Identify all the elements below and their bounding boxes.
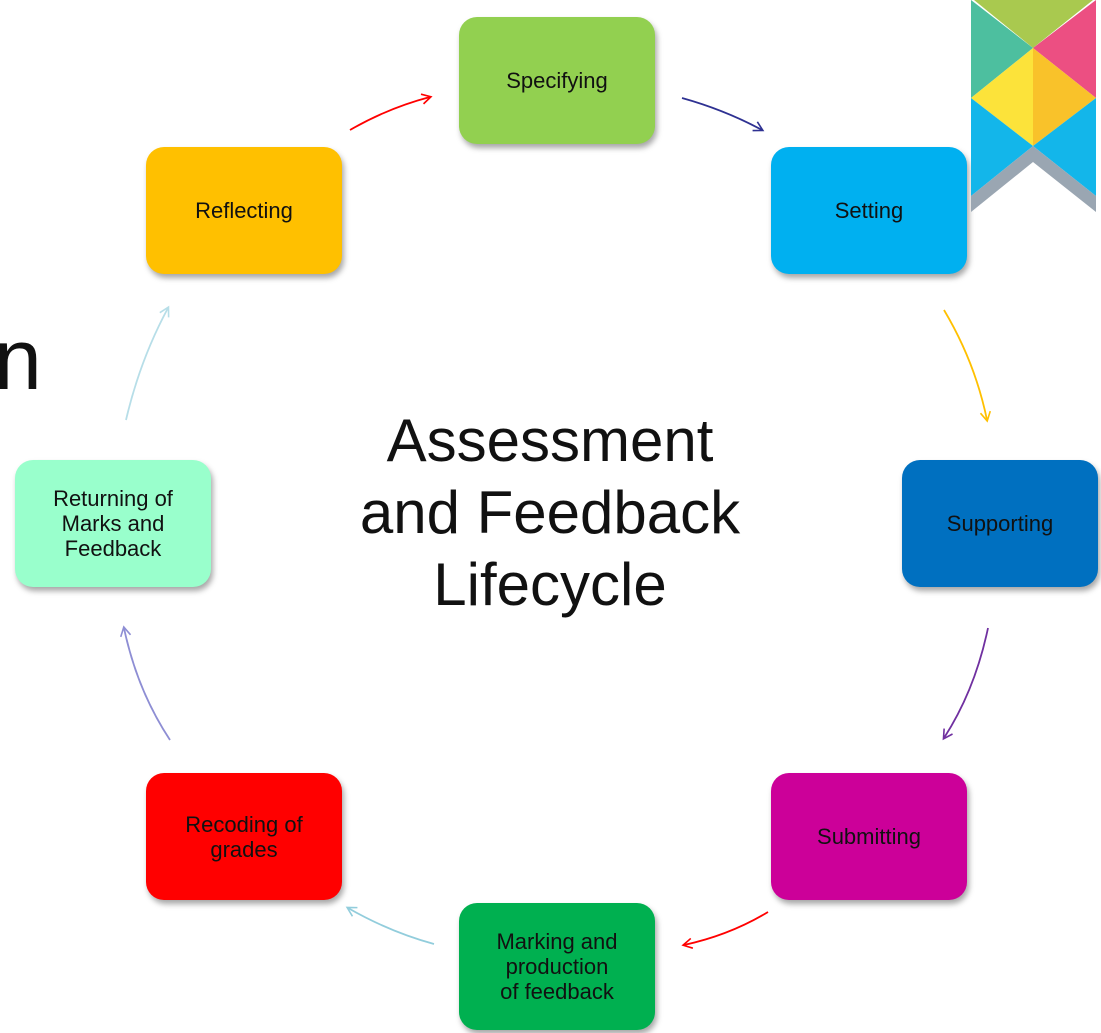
diagram-title: Assessment and Feedback Lifecycle	[359, 407, 741, 618]
cropped-heading-letter: n	[0, 312, 42, 408]
arrow-returning-to-reflecting	[125, 305, 170, 421]
stage-returning: Returning of Marks and Feedback	[15, 460, 211, 587]
stage-submitting: Submitting	[771, 773, 967, 900]
stage-specifying: Specifying	[459, 17, 655, 144]
arrow-supporting-to-submitting	[942, 627, 989, 741]
stage-marking: Marking and production of feedback	[459, 903, 655, 1030]
stage-supporting: Supporting	[902, 460, 1098, 587]
stage-reflecting: Reflecting	[146, 147, 342, 274]
arrow-recoding-to-returning	[119, 625, 171, 741]
arrow-specifying-to-setting	[681, 97, 765, 132]
arrow-reflecting-to-specifying	[349, 93, 433, 131]
stage-setting: Setting	[771, 147, 967, 274]
triangle-ribbon-logo-icon	[971, 0, 1096, 212]
arrow-submitting-to-marking	[681, 911, 769, 949]
arrow-marking-to-recoding	[345, 906, 435, 945]
arrow-setting-to-supporting	[943, 309, 992, 423]
stage-recoding: Recoding of grades	[146, 773, 342, 900]
